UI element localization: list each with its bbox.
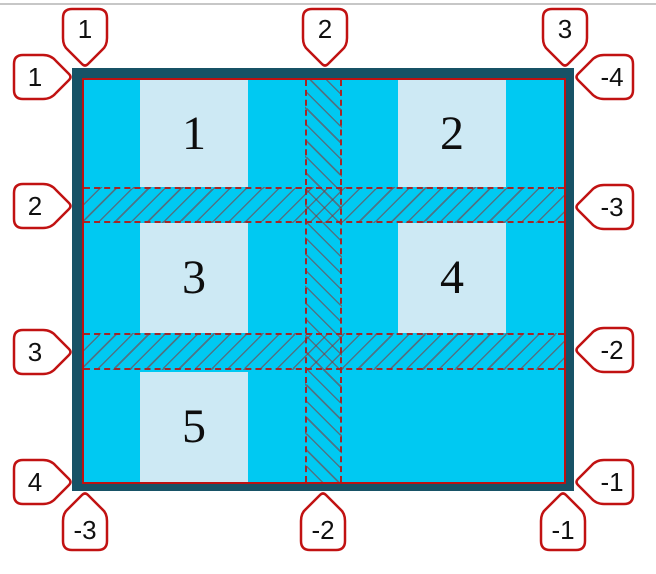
grid-line-badge-left-3: 3: [12, 328, 72, 376]
grid-line-badge-right-3: -2: [575, 326, 635, 374]
grid-item-2: 2: [398, 80, 506, 187]
grid-line-badge-bottom-1: -3: [61, 492, 109, 552]
grid-line-badge-right-4: -1: [575, 458, 635, 506]
grid-line-number: 2: [28, 191, 42, 221]
grid-item-3: 3: [140, 223, 248, 333]
grid-line-number: -1: [551, 515, 574, 545]
grid-content-area: 1 2 3 4 5: [82, 78, 566, 484]
grid-content-clip: 1 2 3 4 5: [84, 80, 564, 482]
grid-item-5: 5: [140, 372, 248, 482]
grid-line-badge-top-2: 2: [301, 7, 349, 67]
row-gap-band-2: [84, 333, 564, 370]
grid-line-badge-right-1: -4: [575, 53, 635, 101]
grid-item-label: 1: [182, 106, 206, 160]
page-top-border: [0, 3, 656, 5]
grid-item-label: 2: [440, 106, 464, 160]
grid-line-number: -3: [600, 192, 623, 222]
grid-line-number: 1: [78, 14, 92, 44]
grid-line-badge-right-2: -3: [575, 183, 635, 231]
grid-container: 1 2 3 4 5: [72, 68, 574, 491]
grid-item-label: 5: [182, 400, 206, 453]
grid-line-number: 4: [28, 467, 42, 497]
grid-item-label: 4: [440, 251, 464, 304]
grid-line-badge-left-1: 1: [12, 53, 72, 101]
grid-line-badge-top-1: 1: [61, 7, 109, 67]
grid-line-number: -4: [600, 62, 623, 92]
grid-line-number: 1: [28, 62, 42, 92]
grid-item-label: 3: [182, 251, 206, 304]
grid-line-badge-left-4: 4: [12, 458, 72, 506]
grid-line-badge-left-2: 2: [12, 182, 72, 230]
grid-line-badge-bottom-3: -1: [539, 492, 587, 552]
grid-line-number: -3: [73, 515, 96, 545]
column-gap-band: [305, 80, 342, 482]
grid-line-number: -2: [600, 335, 623, 365]
grid-line-badge-top-3: 3: [541, 7, 589, 67]
grid-item-1: 1: [140, 80, 248, 187]
row-gap-band-1: [84, 187, 564, 223]
grid-line-badge-bottom-2: -2: [299, 492, 347, 552]
grid-line-number: 2: [318, 14, 332, 44]
grid-line-number: 3: [28, 337, 42, 367]
grid-item-4: 4: [398, 223, 506, 333]
grid-line-number: -2: [311, 515, 334, 545]
grid-line-number: -1: [600, 467, 623, 497]
grid-line-number: 3: [558, 14, 572, 44]
